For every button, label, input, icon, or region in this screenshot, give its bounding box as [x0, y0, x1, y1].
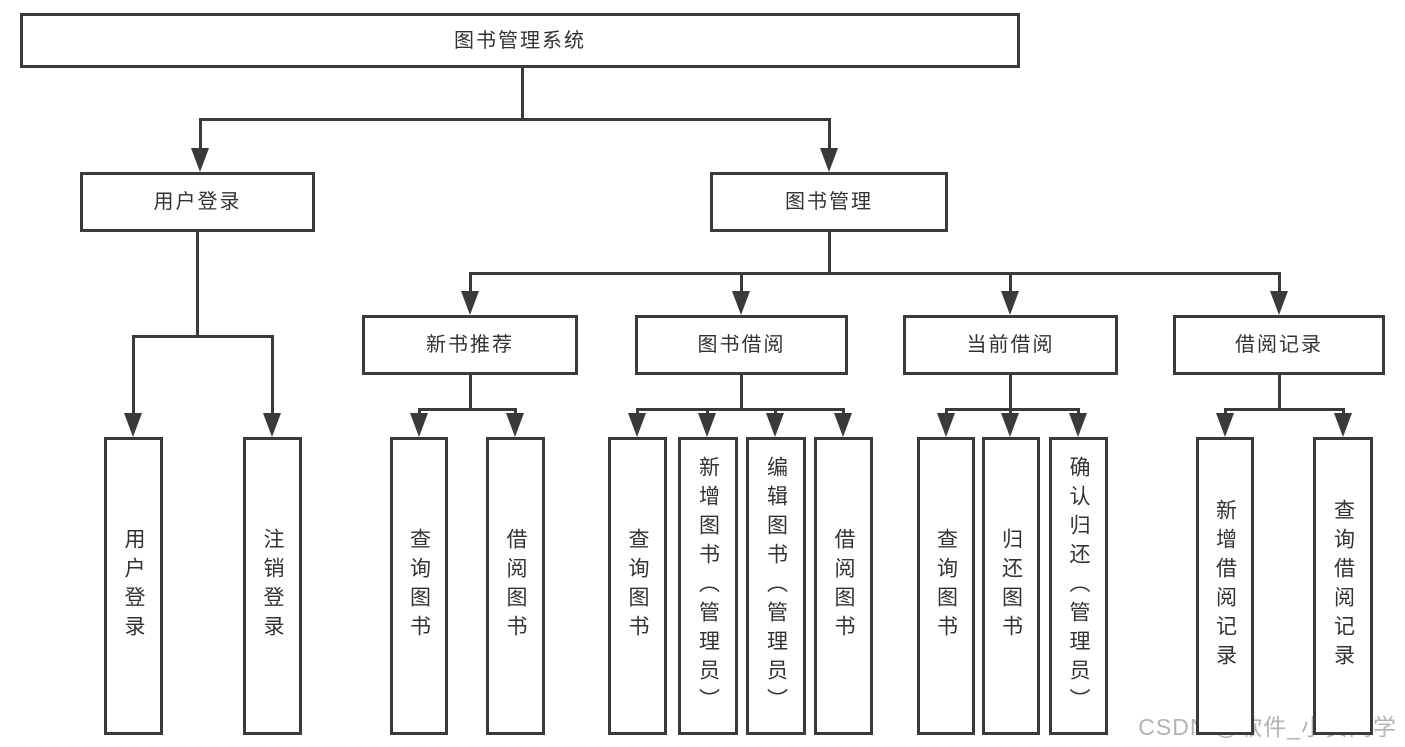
node-root: 图书管理系统	[20, 13, 1020, 68]
arrowhead-down-icon	[820, 148, 838, 172]
arrowhead-down-icon	[937, 413, 955, 437]
connector-line	[828, 232, 831, 275]
node-book-management: 图书管理	[710, 172, 948, 232]
node-label-leaf-query-book-c: 查询图书	[934, 528, 958, 644]
connector-line	[706, 408, 709, 417]
connector-line	[469, 375, 472, 411]
arrowhead-down-icon	[766, 413, 784, 437]
arrowhead-down-icon	[191, 148, 209, 172]
arrowhead-down-icon	[1001, 413, 1019, 437]
node-leaf-query-book-r: 查询图书	[390, 437, 448, 735]
arrowhead-down-icon	[1069, 413, 1087, 437]
node-leaf-borrow-book-b: 借阅图书	[814, 437, 873, 735]
arrowhead-down-icon	[1001, 291, 1019, 315]
node-new-book-recommend: 新书推荐	[362, 315, 578, 375]
connector-line	[418, 408, 517, 411]
connector-line	[636, 408, 639, 417]
connector-line	[842, 408, 845, 417]
node-label-leaf-logout: 注销登录	[261, 528, 284, 644]
connector-line	[1342, 408, 1345, 417]
node-label-new-book-recommend: 新书推荐	[426, 334, 514, 356]
node-label-leaf-return-book: 归还图书	[999, 528, 1023, 644]
node-label-book-borrow: 图书借阅	[697, 334, 786, 356]
arrowhead-down-icon	[1216, 413, 1234, 437]
connector-line	[740, 375, 743, 411]
node-borrow-record: 借阅记录	[1173, 315, 1385, 375]
arrowhead-down-icon	[1334, 413, 1352, 437]
connector-line	[1278, 375, 1281, 411]
connector-line	[1009, 375, 1012, 411]
connector-line	[132, 335, 274, 338]
connector-line	[945, 408, 1080, 411]
arrowhead-down-icon	[698, 413, 716, 437]
connector-line	[469, 272, 1281, 275]
node-leaf-query-book-c: 查询图书	[917, 437, 975, 735]
node-leaf-query-book-b: 查询图书	[608, 437, 667, 735]
connector-line	[1224, 408, 1345, 411]
connector-line	[828, 118, 831, 152]
node-label-current-borrow: 当前借阅	[966, 334, 1055, 356]
connector-line	[132, 335, 135, 417]
node-current-borrow: 当前借阅	[903, 315, 1118, 375]
node-leaf-query-record: 查询借阅记录	[1313, 437, 1373, 735]
node-leaf-return-book: 归还图书	[982, 437, 1040, 735]
node-label-book-management: 图书管理	[785, 191, 873, 213]
connector-line	[199, 118, 831, 121]
node-label-user-login: 用户登录	[153, 191, 242, 213]
node-label-leaf-confirm-return: 确认归还（管理员）	[1067, 455, 1090, 717]
arrowhead-down-icon	[834, 413, 852, 437]
node-leaf-logout: 注销登录	[243, 437, 302, 735]
connector-line	[271, 335, 274, 417]
node-user-login: 用户登录	[80, 172, 315, 232]
node-leaf-edit-book-admin: 编辑图书（管理员）	[746, 437, 806, 735]
node-label-root: 图书管理系统	[454, 29, 586, 52]
node-label-leaf-user-login: 用户登录	[122, 528, 145, 644]
node-leaf-borrow-book-r: 借阅图书	[486, 437, 545, 735]
connector-line	[521, 68, 524, 121]
arrowhead-down-icon	[263, 413, 281, 437]
node-label-leaf-edit-book-admin: 编辑图书（管理员）	[764, 455, 788, 717]
node-leaf-user-login: 用户登录	[104, 437, 163, 735]
node-label-leaf-query-book-b: 查询图书	[626, 528, 649, 644]
node-label-leaf-add-book-admin: 新增图书（管理员）	[696, 455, 720, 717]
node-book-borrow: 图书借阅	[635, 315, 848, 375]
connector-line	[199, 118, 202, 152]
arrowhead-down-icon	[506, 413, 524, 437]
arrowhead-down-icon	[410, 413, 428, 437]
arrowhead-down-icon	[732, 291, 750, 315]
node-label-borrow-record: 借阅记录	[1235, 334, 1323, 356]
connector-line	[774, 408, 777, 417]
connector-line	[1009, 408, 1012, 417]
connector-line	[196, 232, 199, 338]
connector-line	[636, 408, 845, 411]
connector-line	[1224, 408, 1227, 417]
connector-line	[1278, 272, 1281, 295]
connector-line	[418, 408, 421, 417]
arrowhead-down-icon	[124, 413, 142, 437]
connector-line	[1077, 408, 1080, 417]
arrowhead-down-icon	[628, 413, 646, 437]
connector-line	[514, 408, 517, 417]
node-label-leaf-query-record: 查询借阅记录	[1331, 499, 1355, 673]
node-label-leaf-borrow-book-b: 借阅图书	[832, 528, 855, 644]
node-label-leaf-add-record: 新增借阅记录	[1213, 499, 1237, 673]
node-leaf-confirm-return: 确认归还（管理员）	[1049, 437, 1108, 735]
node-leaf-add-record: 新增借阅记录	[1196, 437, 1254, 735]
connector-line	[740, 272, 743, 295]
connector-line	[469, 272, 472, 295]
connector-line	[1009, 272, 1012, 295]
arrowhead-down-icon	[461, 291, 479, 315]
connector-line	[945, 408, 948, 417]
node-label-leaf-query-book-r: 查询图书	[407, 528, 431, 644]
node-label-leaf-borrow-book-r: 借阅图书	[504, 528, 527, 644]
arrowhead-down-icon	[1270, 291, 1288, 315]
node-leaf-add-book-admin: 新增图书（管理员）	[678, 437, 738, 735]
